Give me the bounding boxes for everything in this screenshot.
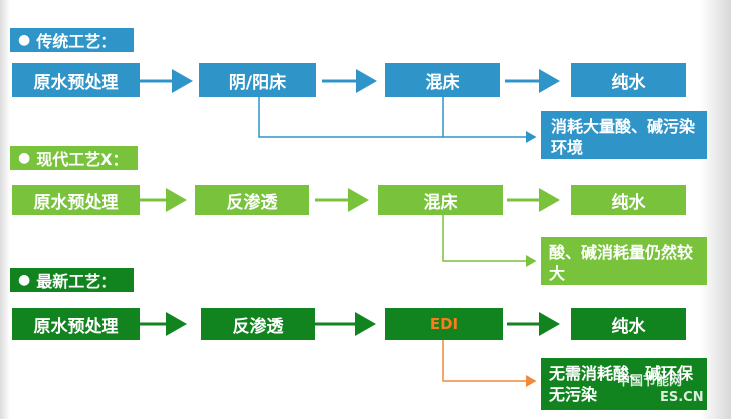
- newest-step-edi: EDI: [385, 308, 503, 340]
- bullet-dot-icon: ●: [18, 150, 31, 166]
- arrow-trad-branch: [258, 97, 537, 143]
- traditional-step-pretreatment: 原水预处理: [12, 63, 140, 97]
- traditional-note: 消耗大量酸、碱污染环境: [541, 111, 707, 159]
- modern-step-reverse-osmosis: 反渗透: [195, 185, 309, 215]
- watermark-logo: 中国节能网: [617, 370, 682, 389]
- modern-step-pretreatment: 原水预处理: [12, 185, 140, 215]
- modern-header-label: 现代工艺X：: [36, 150, 129, 169]
- watermark-domain: ES.CN: [660, 390, 704, 405]
- traditional-step-ion-exchange: 阴/阳床: [199, 63, 316, 97]
- newest-note-text: 无需消耗酸、碱环保无污染: [549, 364, 694, 404]
- watermark-line2: ES.CN: [660, 390, 704, 405]
- traditional-header: ● 传统工艺：: [10, 28, 134, 52]
- traditional-note-text: 消耗大量酸、碱污染环境: [551, 117, 696, 157]
- newest-header: ● 最新工艺：: [10, 268, 134, 292]
- modern-step-pure-water: 纯水: [571, 185, 686, 215]
- newest-step-reverse-osmosis: 反渗透: [201, 308, 315, 340]
- traditional-header-label: 传统工艺：: [36, 32, 117, 51]
- newest-step-pure-water: 纯水: [571, 308, 686, 340]
- modern-note: 酸、碱消耗量仍然较大: [541, 237, 707, 285]
- bullet-dot-icon: ●: [18, 272, 31, 288]
- modern-note-text: 酸、碱消耗量仍然较大: [549, 243, 694, 283]
- traditional-step-mixed-bed: 混床: [385, 63, 500, 97]
- watermark-line1: 中国节能网: [617, 374, 683, 389]
- traditional-step-pure-water: 纯水: [571, 63, 686, 97]
- newest-header-label: 最新工艺：: [36, 272, 117, 291]
- newest-step-pretreatment: 原水预处理: [12, 308, 140, 340]
- bullet-dot-icon: ●: [18, 32, 31, 48]
- arrow-mod-branch: [442, 214, 537, 267]
- newest-note: 无需消耗酸、碱环保无污染: [541, 358, 707, 410]
- modern-step-mixed-bed: 混床: [378, 185, 503, 215]
- modern-header: ● 现代工艺X：: [10, 146, 138, 170]
- arrow-new-branch: [442, 340, 537, 387]
